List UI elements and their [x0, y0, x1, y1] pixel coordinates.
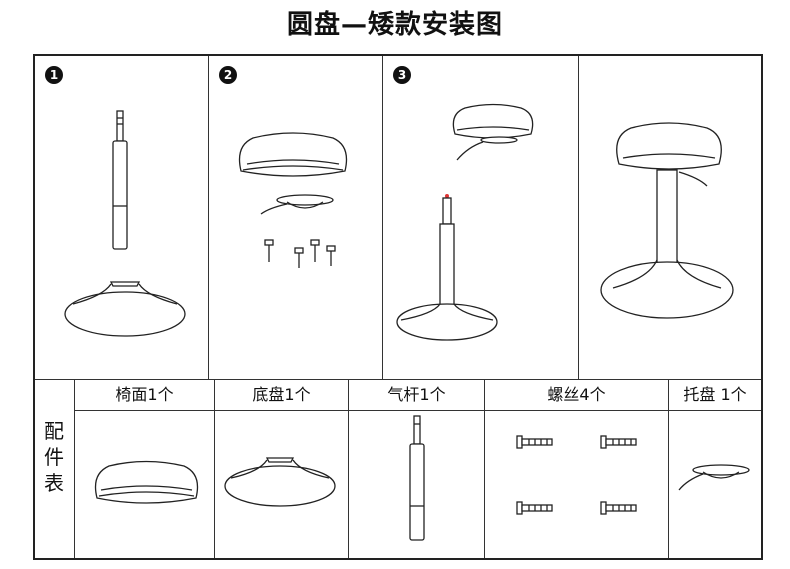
part-tray: 托盘 1个 [669, 380, 761, 558]
part-base: 底盘1个 [215, 380, 349, 558]
seat-with-tray-icon [443, 102, 543, 162]
part-gas-lift: 气杆1个 [349, 380, 485, 558]
assembled-stool-icon [599, 120, 739, 340]
step-number: 3 [393, 66, 411, 84]
part-label: 螺丝4个 [485, 380, 668, 411]
part-label: 气杆1个 [349, 380, 484, 411]
round-base-icon [63, 274, 188, 339]
seat-icon [233, 126, 353, 186]
part-screws: 螺丝4个 [485, 380, 669, 558]
round-base-icon [223, 452, 338, 510]
screws-icon [261, 238, 341, 270]
parts-list-label: 配件表 [41, 418, 67, 496]
part-seat: 椅面1个 [75, 380, 215, 558]
gas-lift-icon [405, 416, 429, 546]
screws-icon [515, 430, 645, 530]
instruction-frame: 1 2 [33, 54, 763, 560]
part-label: 底盘1个 [215, 380, 348, 411]
step-2-panel: 2 [209, 56, 383, 380]
assembled-stool-panel [579, 56, 761, 380]
seat-tray-icon [257, 190, 337, 230]
seat-tray-icon [677, 460, 753, 500]
step-number: 2 [219, 66, 237, 84]
parts-label-panel: 配件表 [35, 380, 75, 558]
step-1-panel: 1 [35, 56, 209, 380]
step-3-panel: 3 [383, 56, 579, 380]
gas-lift-icon [105, 106, 135, 256]
page-title: 圆盘—矮款安装图 [0, 4, 790, 41]
part-label: 托盘 1个 [669, 380, 761, 411]
part-label: 椅面1个 [75, 380, 214, 411]
gas-lift-on-base-icon [393, 192, 513, 342]
seat-icon [89, 456, 204, 511]
step-number: 1 [45, 66, 63, 84]
